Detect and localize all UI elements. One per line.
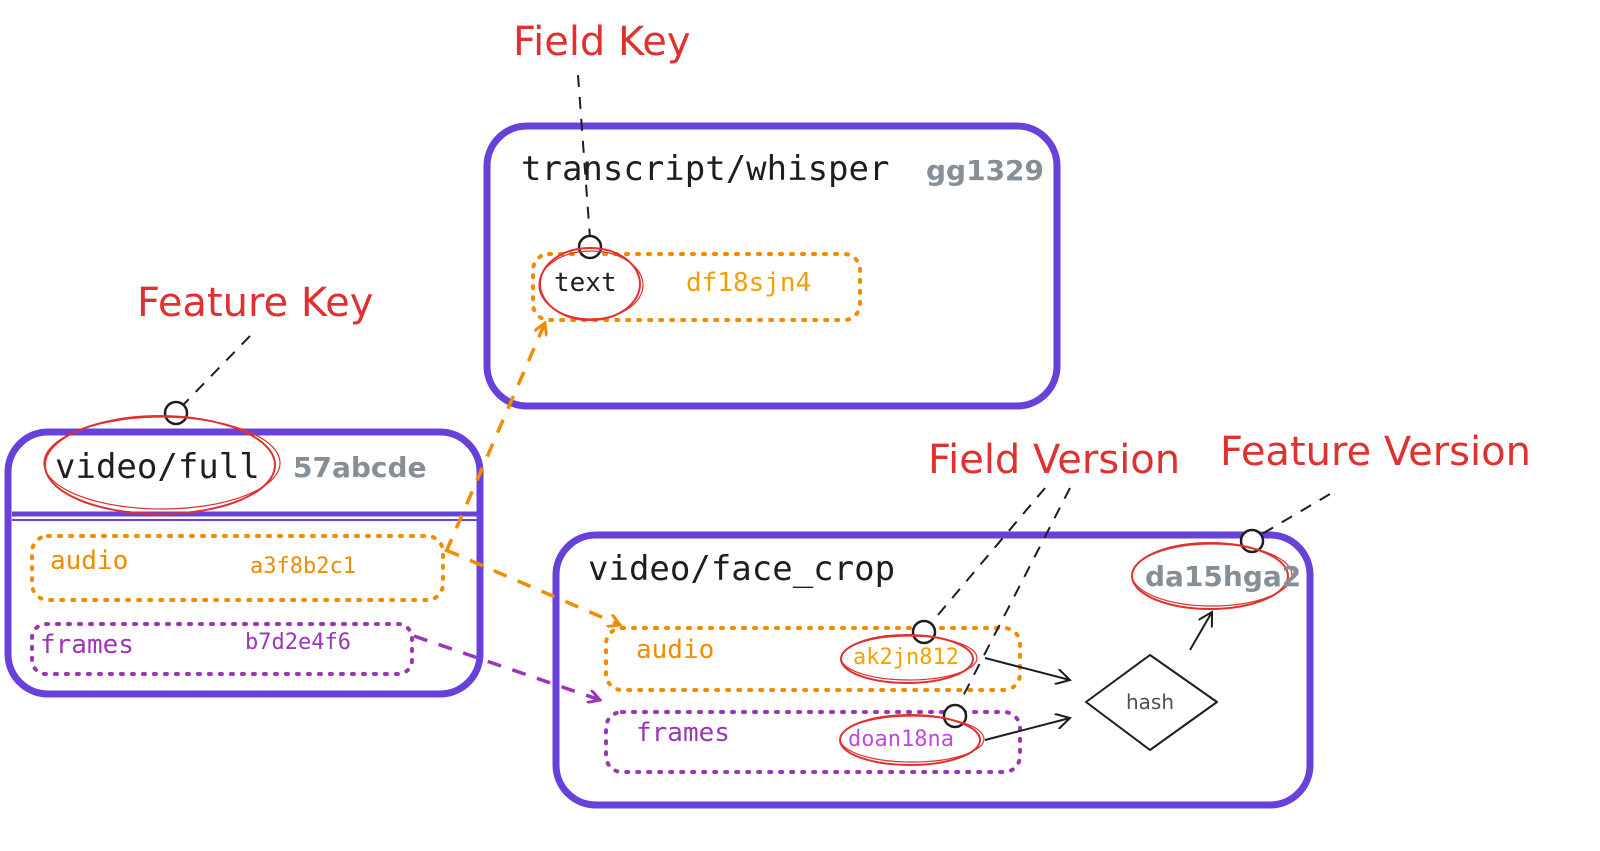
field-box-video-full-audio[interactable] bbox=[30, 534, 445, 602]
feature-key-transcript: transcript/whisper bbox=[521, 149, 890, 189]
field-key-text: text bbox=[554, 268, 617, 298]
arrow-frames-to-face-crop bbox=[413, 634, 600, 700]
highlight-feature-version-2 bbox=[1131, 543, 1293, 607]
highlight-feature-key-2 bbox=[43, 416, 281, 510]
highlight-feature-key bbox=[44, 415, 276, 515]
field-version-video-full-audio: a3f8b2c1 bbox=[250, 554, 356, 579]
field-key-video-full-audio: audio bbox=[50, 546, 129, 576]
field-box-video-full-frames[interactable] bbox=[30, 622, 414, 676]
arrow-hash-to-feature-version bbox=[1189, 612, 1212, 651]
field-key-video-full-frames: frames bbox=[40, 630, 134, 660]
feature-key-video-full: video/full bbox=[55, 447, 260, 487]
leader-field-version-audio bbox=[931, 487, 1046, 623]
field-version-face-crop-frames: doan18na bbox=[848, 727, 954, 752]
highlight-field-key-2 bbox=[538, 250, 644, 320]
hash-label: hash bbox=[1126, 690, 1175, 714]
field-version-face-crop-audio: ak2jn812 bbox=[853, 645, 959, 670]
feature-version-video-full: 57abcde bbox=[293, 451, 427, 484]
field-version-video-full-frames: b7d2e4f6 bbox=[245, 630, 351, 655]
field-box-face-crop-frames[interactable] bbox=[604, 710, 1022, 774]
feature-version-face-crop: da15hga2 bbox=[1145, 560, 1302, 593]
annotation-field-key: Field Key bbox=[513, 19, 691, 65]
field-key-face-crop-audio: audio bbox=[636, 635, 715, 665]
leader-feature-key bbox=[183, 335, 251, 405]
feature-box-face-crop[interactable] bbox=[552, 531, 1314, 809]
leader-field-key bbox=[577, 74, 591, 239]
anchor-feature-key bbox=[163, 400, 189, 426]
field-box-text[interactable] bbox=[531, 252, 862, 322]
annotation-feature-key: Feature Key bbox=[137, 280, 374, 326]
highlight-frames-version-2 bbox=[839, 715, 985, 763]
highlight-field-key bbox=[539, 247, 641, 321]
highlight-audio-version-2 bbox=[840, 635, 978, 681]
feature-key-face-crop: video/face_crop bbox=[588, 549, 896, 589]
arrow-frames-version-to-hash bbox=[984, 718, 1070, 741]
arrow-audio-to-face-crop bbox=[445, 548, 620, 625]
hash-diamond[interactable] bbox=[1085, 654, 1218, 751]
leader-feature-version bbox=[1261, 493, 1331, 535]
feature-version-transcript: gg1329 bbox=[926, 154, 1045, 187]
anchor-field-version-audio bbox=[911, 619, 937, 645]
field-key-face-crop-frames: frames bbox=[636, 718, 730, 748]
arrow-audio-version-to-hash bbox=[984, 657, 1070, 680]
field-version-text: df18sjn4 bbox=[686, 268, 812, 298]
feature-box-transcript[interactable] bbox=[483, 122, 1061, 410]
annotation-field-version: Field Version bbox=[928, 437, 1181, 483]
annotation-feature-version: Feature Version bbox=[1220, 429, 1531, 475]
leader-field-version-frames bbox=[959, 487, 1071, 703]
field-box-face-crop-audio[interactable] bbox=[604, 626, 1022, 692]
